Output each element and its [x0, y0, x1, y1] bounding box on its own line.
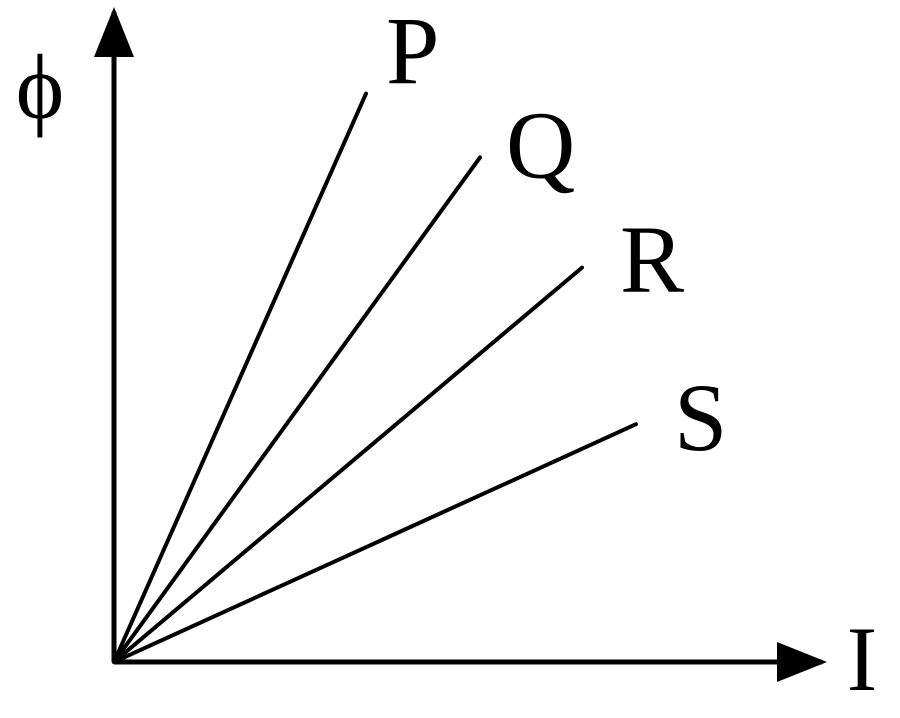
series-label-p: P [386, 0, 439, 105]
series-line-p [112, 91, 368, 664]
series-line-q [112, 155, 482, 664]
series-label-s: S [674, 364, 727, 471]
series-line-s [112, 422, 638, 664]
series-label-r: R [620, 206, 684, 313]
axes [94, 7, 827, 682]
series-line-r [112, 265, 584, 664]
series-label-q: Q [506, 91, 575, 198]
x-axis-label: I [847, 608, 878, 710]
y-axis-label: ϕ [16, 36, 64, 138]
series-lines [112, 91, 638, 664]
